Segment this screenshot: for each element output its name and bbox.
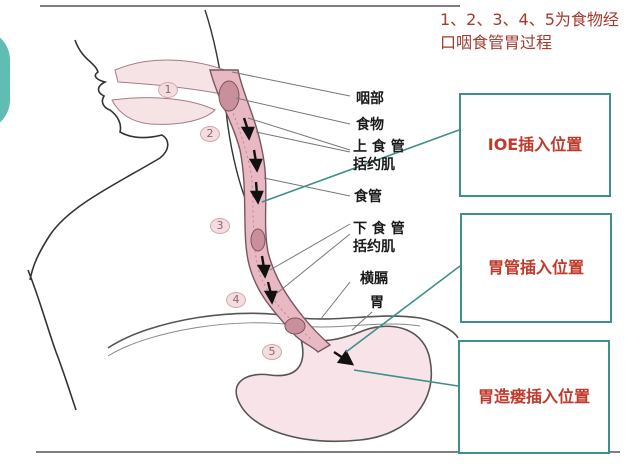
label-ues-line-2: 括约肌 bbox=[353, 157, 395, 173]
ioe-position-box: IOE插入位置 bbox=[459, 93, 611, 197]
label-esophagus: 食管 bbox=[354, 189, 382, 205]
label-les-line-1: 下 食 管 bbox=[353, 221, 405, 237]
diaphragm-line bbox=[107, 312, 459, 349]
food-bolus-2 bbox=[250, 228, 266, 252]
annotation-pointers bbox=[261, 129, 461, 387]
stomach-shape bbox=[235, 325, 433, 443]
label-ues-line-1: 上 食 管 bbox=[353, 139, 405, 155]
gastrostomy-position-label: 胃造瘘插入位置 bbox=[477, 387, 590, 406]
decorative-teal-shape bbox=[0, 30, 10, 130]
leader-lines bbox=[231, 71, 373, 331]
flow-arrows bbox=[240, 117, 355, 366]
label-stomach: 胃 bbox=[370, 295, 384, 311]
label-diaphragm: 横膈 bbox=[360, 271, 388, 287]
step-number-4: 4 bbox=[226, 292, 246, 308]
gastrostomy-position-box: 胃造瘘插入位置 bbox=[458, 340, 610, 454]
shoulder-outline bbox=[27, 269, 77, 411]
step-number-1: 1 bbox=[158, 82, 178, 98]
esophagus-tube bbox=[209, 69, 332, 353]
label-les-line-2: 括约肌 bbox=[353, 239, 395, 255]
label-lower-esophageal-sphincter: 下 食 管 括约肌 bbox=[353, 220, 405, 256]
ioe-position-label: IOE插入位置 bbox=[487, 135, 583, 154]
label-upper-esophageal-sphincter: 上 食 管 括约肌 bbox=[353, 138, 405, 174]
step-number-2: 2 bbox=[200, 126, 220, 142]
food-bolus-1 bbox=[218, 80, 240, 112]
ng-tube-position-box: 胃管插入位置 bbox=[460, 213, 612, 323]
food-bolus-3 bbox=[284, 317, 306, 335]
label-pharynx: 咽部 bbox=[356, 91, 384, 107]
step-number-3: 3 bbox=[210, 218, 230, 234]
process-caption: 1、2、3、4、5为食物经口咽食管胃过程 bbox=[440, 10, 619, 52]
face-outline bbox=[29, 39, 169, 281]
step-number-5: 5 bbox=[262, 344, 282, 360]
oral-cavity bbox=[111, 97, 216, 125]
label-food: 食物 bbox=[356, 117, 384, 133]
esophagus-inner-line bbox=[223, 89, 313, 341]
ng-tube-position-label: 胃管插入位置 bbox=[487, 258, 584, 277]
